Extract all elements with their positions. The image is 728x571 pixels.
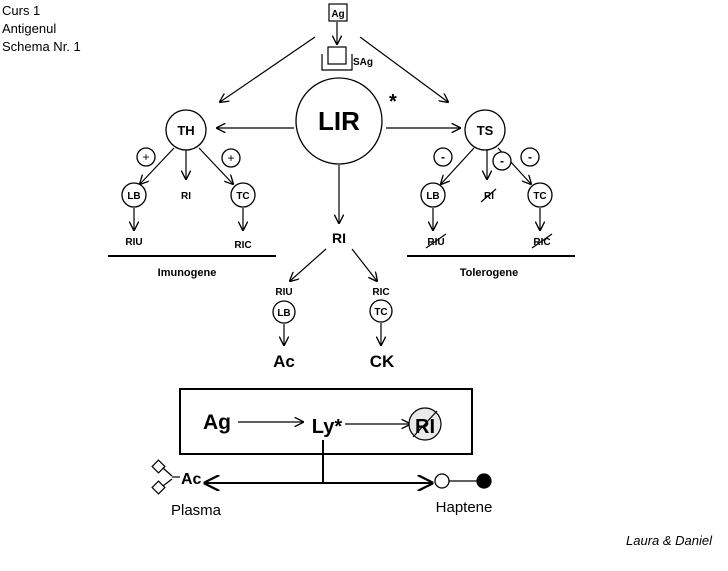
blocked-ri-strike (412, 410, 438, 438)
lir-node (295, 77, 383, 165)
right-ric-label: RIC (533, 237, 550, 248)
ts-lb-minus-node (433, 147, 453, 167)
center-lb-label: LB (277, 308, 290, 319)
ts-ri-minus-node (492, 151, 512, 171)
haptene-molecule-icon (476, 473, 492, 489)
haptene-label: Haptene (436, 499, 493, 516)
th-lb-plus-sign: + (142, 150, 149, 164)
ly-label: Ly* (312, 416, 343, 438)
haptene-carrier-icon (434, 473, 450, 489)
left-lb-label: LB (127, 191, 140, 202)
schema-label: Schema Nr. 1 (2, 39, 81, 54)
blocked-ri-label: RI (415, 416, 435, 438)
tolerogene-label: Tolerogene (460, 267, 518, 279)
pathway-box (179, 388, 473, 455)
course-label: Curs 1 (2, 3, 40, 18)
center-lb-node (272, 300, 296, 324)
lir-star: * (389, 91, 397, 113)
sag-bracket (321, 54, 353, 71)
ag-to-ts-arrow (359, 36, 448, 102)
right-tc-node (527, 182, 553, 208)
center-ric-label: RIC (372, 287, 389, 298)
left-riu-label: RIU (125, 237, 142, 248)
plasma-label: Plasma (171, 502, 222, 519)
box-ag-label: Ag (203, 411, 231, 434)
th-label: TH (177, 123, 194, 138)
ag-box (328, 3, 348, 22)
center-tc-label: TC (374, 307, 387, 318)
lir-label: LIR (318, 106, 360, 136)
left-tc-node (230, 182, 256, 208)
left-lb-node (121, 182, 147, 208)
right-ri-label: RI (484, 191, 494, 202)
right-riu-strike (425, 233, 447, 249)
th-lb-plus-node (136, 147, 156, 167)
left-tc-label: TC (236, 191, 249, 202)
plasma-ac-label: Ac (181, 471, 202, 488)
antibody-arm-bottom (162, 478, 173, 487)
antibody-diamond-bottom (151, 480, 166, 495)
left-ri-label: RI (181, 191, 191, 202)
sag-box (327, 46, 347, 65)
right-lb-label: LB (426, 191, 439, 202)
ts-label: TS (477, 123, 494, 138)
ts-to-lb-arrow (441, 147, 475, 184)
antibody-arm-top (162, 467, 173, 477)
ag-top-label: Ag (331, 9, 344, 20)
ts-lb-minus-sign: - (441, 150, 445, 164)
ts-node (464, 109, 506, 151)
topic-label: Antigenul (2, 21, 56, 36)
antibody-diamond-top (151, 459, 166, 474)
center-riu-label: RIU (275, 287, 292, 298)
imunogene-label: Imunogene (158, 267, 217, 279)
right-riu-label: RIU (427, 237, 444, 248)
sag-label: SAg (353, 57, 373, 68)
center-tc-node (369, 299, 393, 323)
ri-to-ric-arrow (351, 248, 377, 281)
ac-output-label: Ac (273, 352, 295, 371)
ts-tc-minus-node (520, 147, 540, 167)
th-tc-plus-sign: + (227, 151, 234, 165)
ts-tc-minus-sign: - (528, 150, 532, 164)
right-ric-strike (531, 233, 553, 249)
author-credit: Laura & Daniel (626, 533, 713, 548)
left-ric-label: RIC (234, 240, 251, 251)
right-ri-strike (480, 188, 497, 203)
th-to-tc-arrow (198, 147, 233, 184)
center-ri-label: RI (332, 230, 346, 246)
ri-to-riu-arrow (290, 248, 327, 281)
th-to-lb-arrow (140, 147, 175, 184)
th-tc-plus-node (221, 148, 241, 168)
ts-ri-minus-sign: - (500, 154, 504, 168)
ag-to-th-arrow (220, 36, 316, 102)
ck-output-label: CK (370, 352, 395, 371)
right-lb-node (420, 182, 446, 208)
right-tc-label: TC (533, 191, 546, 202)
